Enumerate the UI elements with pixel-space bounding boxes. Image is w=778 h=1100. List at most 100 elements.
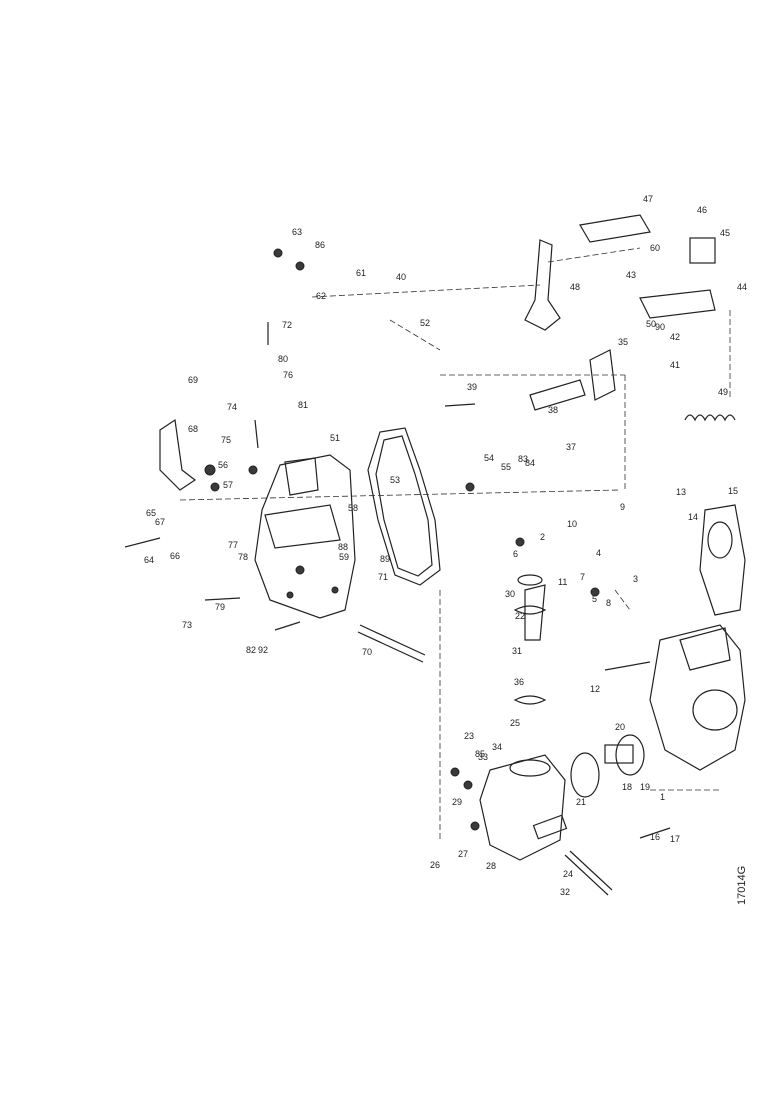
callout-78: 78: [238, 552, 248, 562]
right-spring: [684, 414, 736, 422]
callout-75: 75: [221, 435, 231, 445]
callout-38: 38: [548, 405, 558, 415]
callout-12: 12: [590, 684, 600, 694]
callout-29: 29: [452, 797, 462, 807]
callout-69: 69: [188, 375, 198, 385]
callout-11: 11: [558, 577, 567, 587]
callout-76: 76: [283, 370, 293, 380]
callout-43: 43: [626, 270, 636, 280]
callout-15: 15: [728, 486, 738, 496]
callout-56: 56: [218, 460, 228, 470]
callout-74: 74: [227, 402, 237, 412]
callout-71: 71: [378, 572, 388, 582]
callout-19: 19: [640, 782, 650, 792]
callout-35: 35: [618, 337, 628, 347]
right-housing: [649, 624, 746, 771]
callout-88: 88: [338, 542, 348, 552]
figure-id: 17014G: [736, 866, 748, 905]
right-bracket: [639, 237, 716, 319]
callout-51: 51: [330, 433, 340, 443]
callout-72: 72: [282, 320, 292, 330]
callout-44: 44: [737, 282, 747, 292]
long-bolt: [564, 850, 613, 896]
callout-63: 63: [292, 227, 302, 237]
callout-54: 54: [484, 453, 494, 463]
shaft: [357, 624, 426, 663]
callout-62: 62: [316, 291, 326, 301]
callout-25: 25: [510, 718, 520, 728]
callout-77: 77: [228, 540, 238, 550]
top-lever: [524, 239, 561, 331]
callout-22: 22: [515, 611, 525, 621]
callout-85: 85: [475, 749, 485, 759]
callout-50: 50: [646, 319, 656, 329]
callout-67: 67: [155, 517, 165, 527]
callout-42: 42: [670, 332, 680, 342]
callout-3: 3: [633, 574, 638, 584]
assembly-lines: [179, 247, 731, 840]
governor-housing: [254, 454, 356, 619]
callout-55: 55: [501, 462, 511, 472]
callout-21: 21: [576, 797, 586, 807]
callout-45: 45: [720, 228, 730, 238]
callout-53: 53: [390, 475, 400, 485]
callout-92: 92: [258, 645, 268, 655]
callout-14: 14: [688, 512, 698, 522]
fasteners: [124, 248, 671, 839]
right-gasket: [699, 504, 746, 616]
callout-33: 33: [478, 752, 488, 762]
callout-52: 52: [420, 318, 430, 328]
callout-20: 20: [615, 722, 625, 732]
callout-73: 73: [182, 620, 192, 630]
callout-27: 27: [458, 849, 468, 859]
callout-8: 8: [606, 598, 611, 608]
callout-90: 90: [655, 322, 665, 332]
callout-40: 40: [396, 272, 406, 282]
callout-32: 32: [560, 887, 570, 897]
callout-58: 58: [348, 503, 358, 513]
callout-82: 82: [246, 645, 256, 655]
spring-stack: [513, 574, 547, 705]
pump-body: [479, 754, 568, 861]
callout-1: 1: [660, 792, 665, 802]
callout-31: 31: [512, 646, 522, 656]
callout-80: 80: [278, 354, 288, 364]
callout-4: 4: [596, 548, 601, 558]
callout-65: 65: [146, 508, 156, 518]
callout-36: 36: [514, 677, 524, 687]
callout-89: 89: [380, 554, 390, 564]
gasket: [367, 427, 441, 586]
callout-68: 68: [188, 424, 198, 434]
callout-81: 81: [298, 400, 308, 410]
callout-70: 70: [362, 647, 372, 657]
callout-83: 83: [518, 454, 528, 464]
callout-60: 60: [650, 243, 660, 253]
callout-34: 34: [492, 742, 502, 752]
callout-64: 64: [144, 555, 154, 565]
callout-18: 18: [622, 782, 632, 792]
callout-30: 30: [505, 589, 515, 599]
callout-59: 59: [339, 552, 349, 562]
callout-49: 49: [718, 387, 728, 397]
callout-5: 5: [592, 594, 597, 604]
callout-41: 41: [670, 360, 680, 370]
callout-23: 23: [464, 731, 474, 741]
callout-13: 13: [676, 487, 686, 497]
callout-61: 61: [356, 268, 366, 278]
callout-37: 37: [566, 442, 576, 452]
callout-48: 48: [570, 282, 580, 292]
callout-6: 6: [513, 549, 518, 559]
callout-57: 57: [223, 480, 233, 490]
callout-46: 46: [697, 205, 707, 215]
coupling: [570, 734, 645, 798]
linkage-assembly: [529, 349, 616, 411]
lever-arm: [159, 418, 197, 491]
callout-39: 39: [467, 382, 477, 392]
callout-7: 7: [580, 572, 585, 582]
callout-17: 17: [670, 834, 680, 844]
callout-47: 47: [643, 194, 653, 204]
callout-10: 10: [567, 519, 577, 529]
top-bracket: [579, 214, 651, 243]
